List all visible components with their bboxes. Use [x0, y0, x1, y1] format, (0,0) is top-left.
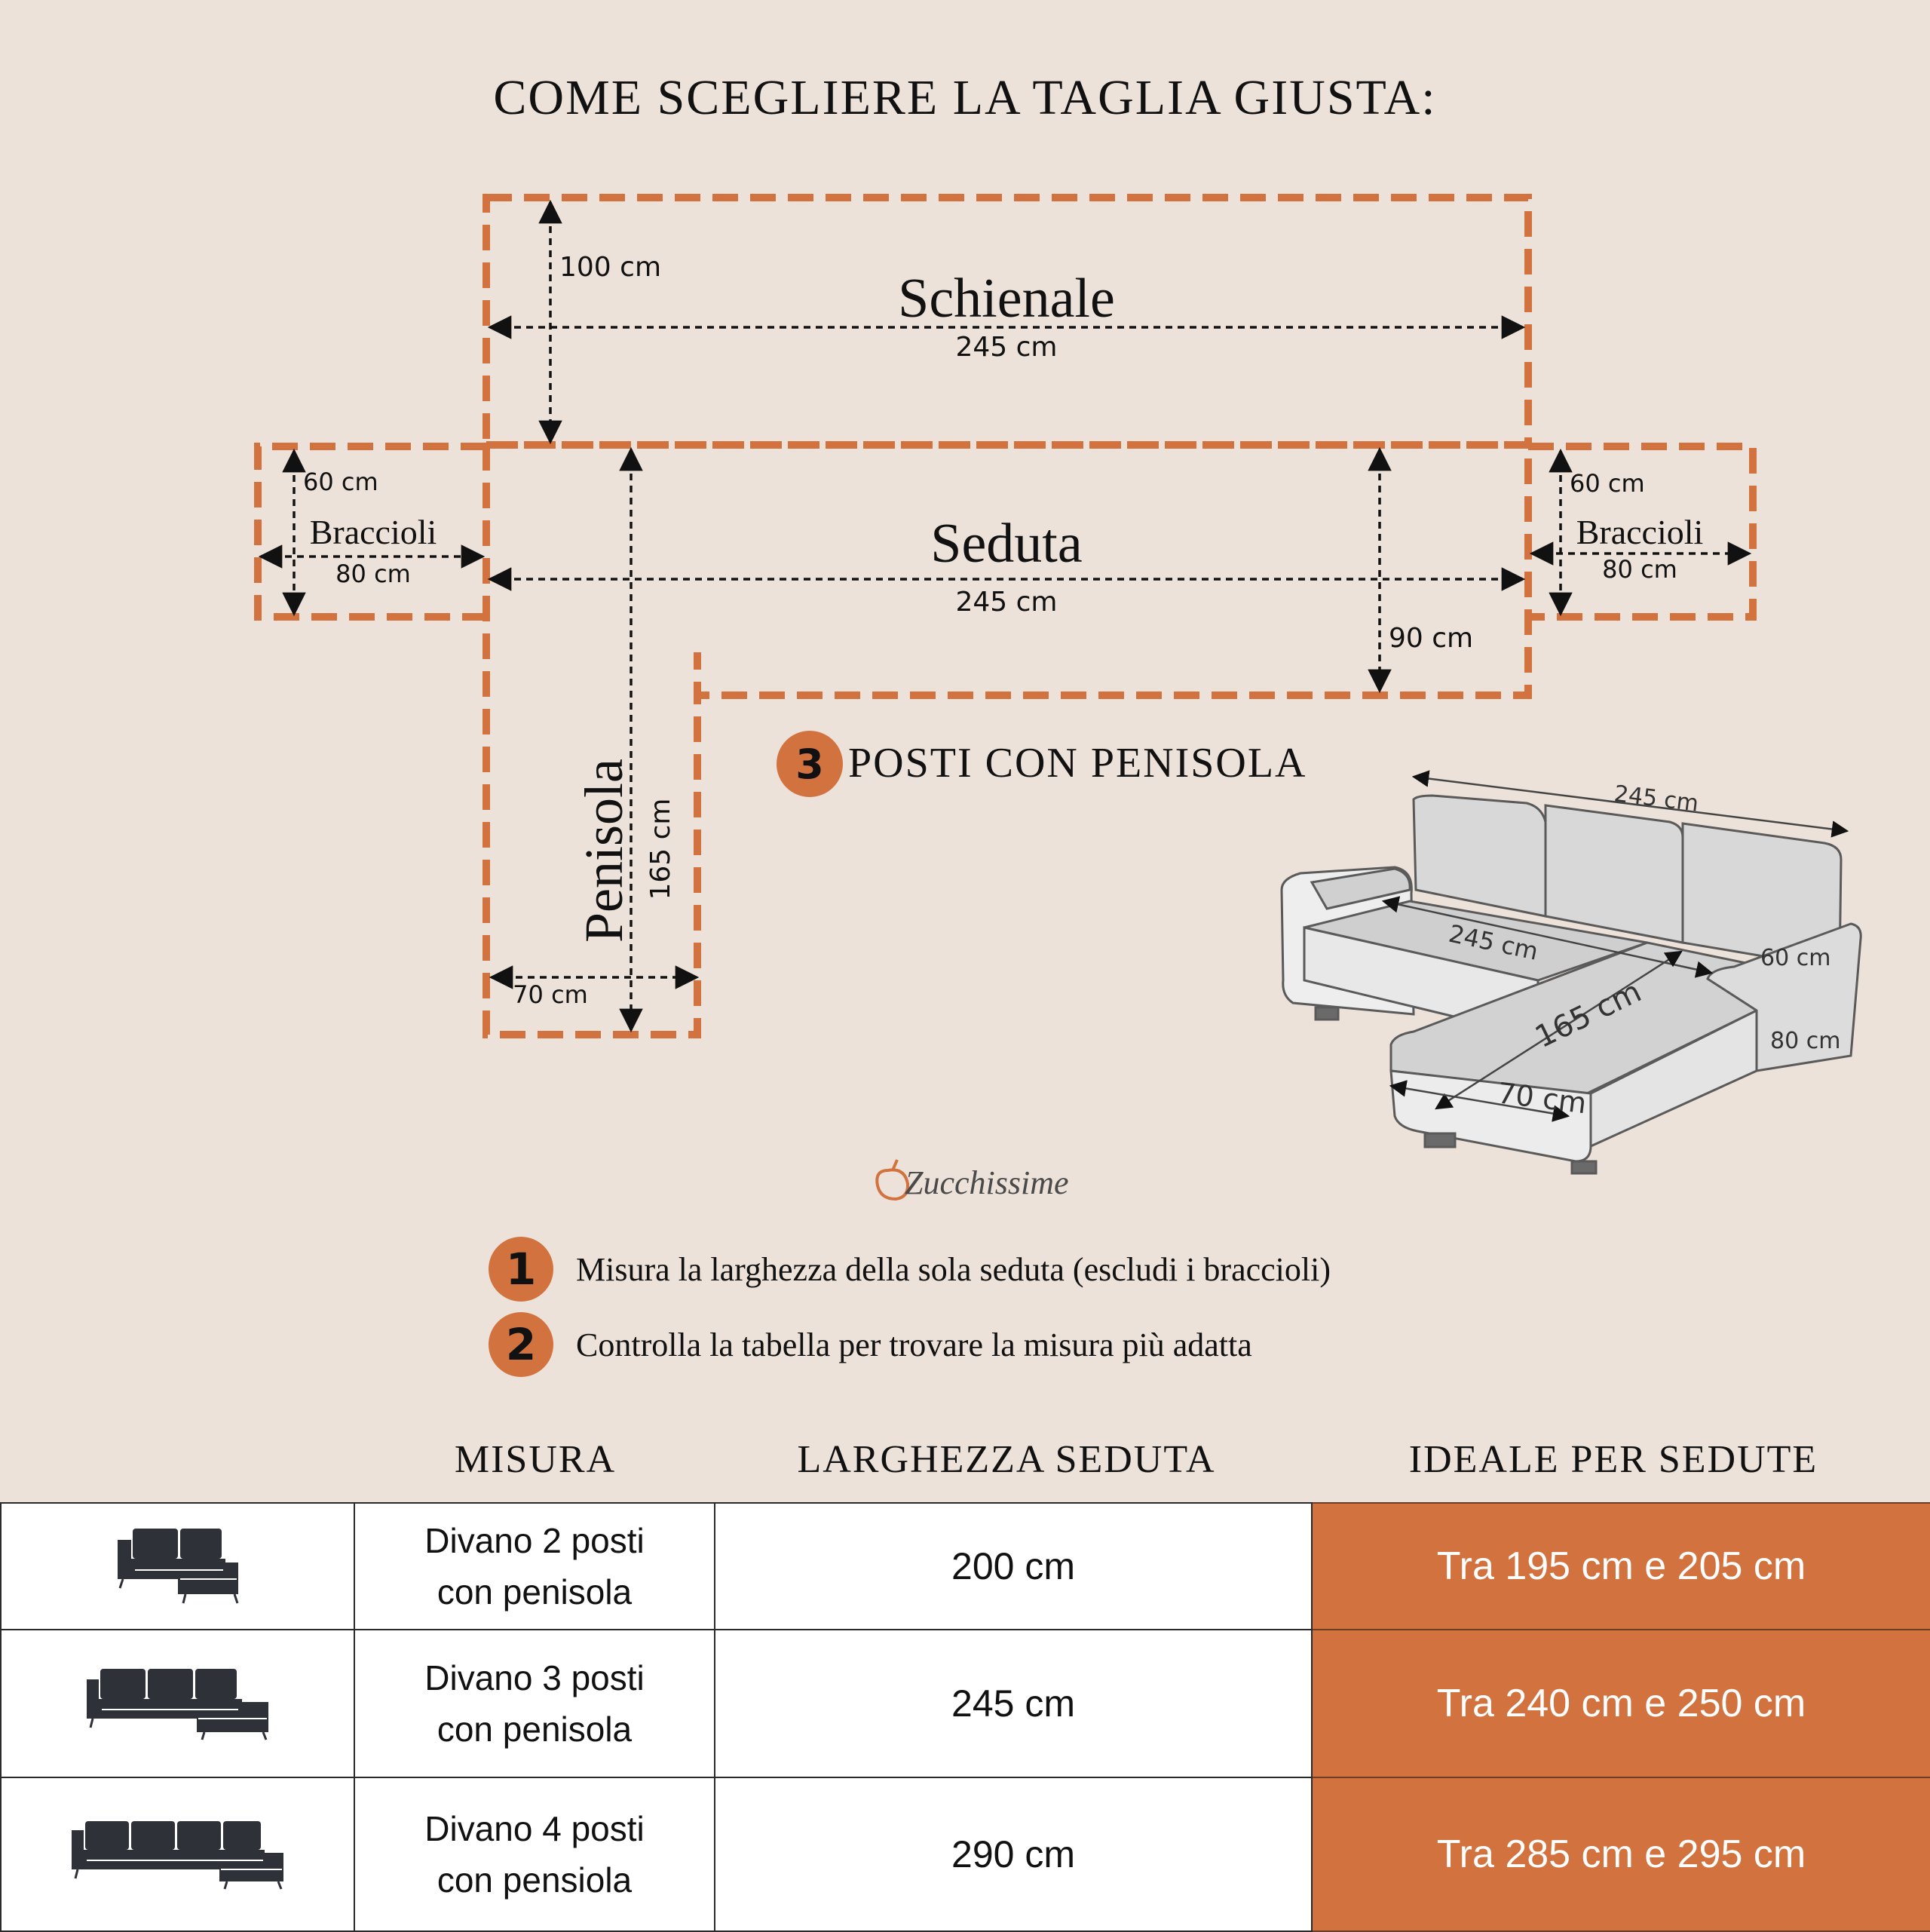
sofa-back-width-arrow [1411, 770, 1849, 838]
row-seat-width: 200 cm [714, 1502, 1313, 1630]
sofa-chaise-width-arrow [1389, 1080, 1570, 1122]
step-2-text: Controlla la tabella per trovare la misu… [576, 1326, 1252, 1363]
page-title: COME SCEGLIERE LA TAGLIA GIUSTA: [493, 70, 1437, 125]
sofa-dimension-arrows [1381, 770, 1849, 1122]
sofa-leg [1314, 1006, 1340, 1021]
step-2-badge: 2 [489, 1312, 553, 1377]
row-size-line2: con pensiola [437, 1860, 633, 1900]
sofa-3-seats-chaise-icon [86, 1669, 268, 1740]
row-size-line2: con penisola [437, 1572, 633, 1612]
chaise-length-label: 165 cm [645, 798, 676, 900]
model-badge-text: POSTI CON PENISOLA [848, 740, 1307, 787]
size-table: Divano 2 posti con penisola 200 cm Tra 1… [0, 1502, 1930, 1932]
row-size-cell: Divano 4 posti con pensiola [354, 1777, 715, 1932]
step-1-badge: 1 [489, 1237, 553, 1302]
back-panel-outline [482, 194, 1532, 449]
row-size-line1: Divano 4 posti [424, 1809, 645, 1848]
seat-panel-outline [486, 441, 1532, 699]
back-cushion-middle [1544, 804, 1684, 944]
chaise-panel-outline [482, 445, 701, 1038]
step-2: 2 Controlla la tabella per trovare la mi… [489, 1312, 1252, 1377]
dimension-arrows [258, 199, 1752, 1033]
table-row: Divano 3 posti con penisola 245 cm Tra 2… [0, 1629, 1930, 1778]
right-armrest [1706, 922, 1862, 1072]
pumpkin-icon [875, 1168, 910, 1201]
sofa-4-seats-chaise-icon [71, 1821, 283, 1890]
right-arm-width-label: 80 cm [1602, 555, 1677, 584]
brand-name: Zucchissime [905, 1164, 1069, 1201]
sofa-leg [1570, 1160, 1598, 1175]
row-size-cell: Divano 2 posti con penisola [354, 1502, 715, 1630]
row-seat-width: 290 cm [714, 1777, 1313, 1932]
sofa-arm-height-label: 60 cm [1760, 945, 1830, 971]
row-ideal: Tra 240 cm e 250 cm [1311, 1629, 1930, 1778]
left-arm-width-label: 80 cm [335, 560, 411, 588]
row-size-cell: Divano 3 posti con penisola [354, 1629, 715, 1778]
header-size: MISURA [454, 1438, 617, 1481]
header-seat-width: LARGHEZZA SEDUTA [797, 1438, 1216, 1481]
pattern-outline [254, 194, 1757, 1038]
cover-pattern-diagram: Schienale Seduta Braccioli Braccioli Pen… [254, 194, 1862, 1201]
left-arm-cover [1310, 867, 1411, 910]
model-badge-circle [777, 731, 843, 797]
row-seat-width: 245 cm [714, 1629, 1313, 1778]
step-1: 1 Misura la larghezza della sola seduta … [489, 1237, 1331, 1302]
row-icon-cell [0, 1777, 355, 1932]
row-ideal: Tra 195 cm e 205 cm [1311, 1502, 1930, 1630]
row-size-line2: con penisola [437, 1710, 633, 1749]
pumpkin-stem-icon [891, 1159, 899, 1171]
table-row: Divano 4 posti con pensiola 290 cm Tra 2… [0, 1777, 1930, 1932]
left-arm-panel-outline [254, 443, 486, 621]
seat-width-label: 245 cm [955, 587, 1057, 618]
row-ideal: Tra 285 cm e 295 cm [1311, 1777, 1930, 1932]
left-arm-height-label: 60 cm [303, 468, 378, 496]
back-height-label: 100 cm [559, 252, 661, 283]
table-row: Divano 2 posti con penisola 200 cm Tra 1… [0, 1502, 1930, 1630]
brand-logo: Zucchissime [875, 1159, 1069, 1201]
model-badge-number: 3 [795, 741, 824, 788]
back-width-label: 245 cm [955, 332, 1057, 363]
step-1-text: Misura la larghezza della sola seduta (e… [576, 1250, 1331, 1288]
seat-label: Seduta [930, 513, 1082, 575]
sofa-arm-width-label: 80 cm [1770, 1028, 1840, 1054]
sofa-back-width-label: 245 cm [1613, 780, 1700, 817]
sofa-2-seats-chaise-icon [117, 1529, 238, 1604]
sofa-leg [1423, 1132, 1457, 1148]
row-size-line1: Divano 2 posti [424, 1521, 645, 1560]
chaise-label: Penisola [574, 759, 634, 943]
row-size-line1: Divano 3 posti [424, 1658, 645, 1697]
seat-depth-label: 90 cm [1389, 623, 1473, 654]
left-arm-label: Braccioli [310, 513, 437, 551]
back-cushion-left [1412, 794, 1547, 918]
model-badge: 3 POSTI CON PENISOLA [777, 731, 1307, 797]
row-icon-cell [0, 1502, 355, 1630]
right-arm-panel-outline [1528, 443, 1757, 621]
header-ideal: IDEALE PER SEDUTE [1408, 1438, 1818, 1481]
right-arm-label: Braccioli [1576, 513, 1704, 551]
back-label: Schienale [898, 268, 1115, 330]
row-icon-cell [0, 1629, 355, 1778]
chaise-width-label: 70 cm [513, 980, 588, 1009]
right-arm-height-label: 60 cm [1570, 469, 1645, 498]
